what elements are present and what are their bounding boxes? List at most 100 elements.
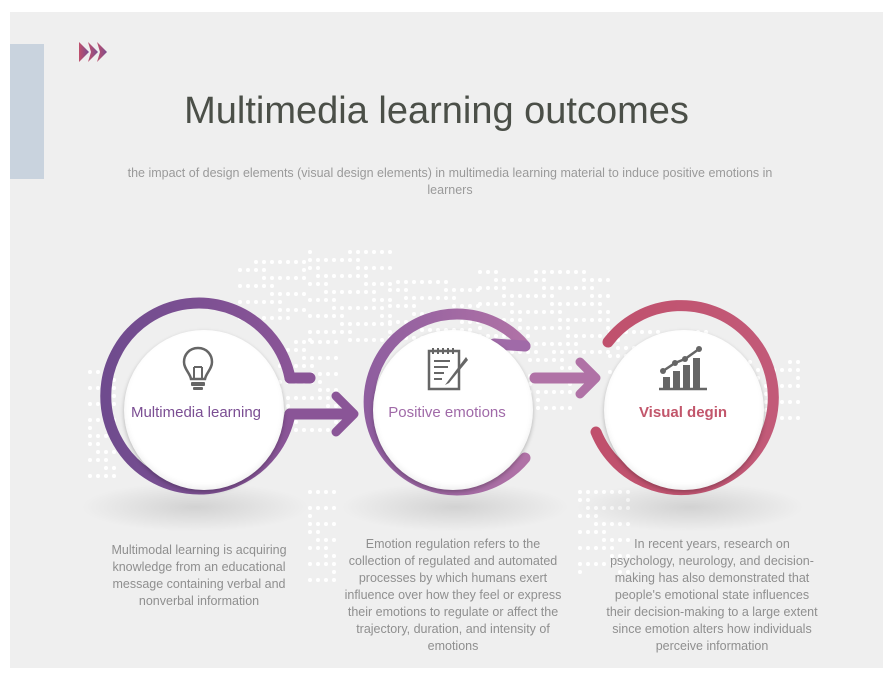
map-dot [286,260,290,264]
map-dot [518,278,522,282]
map-dot [308,258,312,262]
map-dot [534,310,538,314]
map-dot [494,334,498,338]
map-dot [602,562,606,566]
map-dot [372,338,376,342]
map-dot [332,562,336,566]
map-dot [404,304,408,308]
map-dot [510,302,514,306]
map-dot [412,280,416,284]
map-dot [796,360,800,364]
map-dot [444,288,448,292]
map-dot [550,302,554,306]
map-dot [308,578,312,582]
map-dot [254,268,258,272]
map-dot [308,282,312,286]
map-dot [602,546,606,550]
map-dot [574,334,578,338]
map-dot [308,314,312,318]
map-dot [278,260,282,264]
map-dot [618,522,622,526]
map-dot [88,458,92,462]
map-dot [486,286,490,290]
map-dot [308,522,312,526]
map-dot [404,296,408,300]
map-dot [324,546,328,550]
map-dot [262,300,266,304]
map-dot [560,358,564,362]
map-dot [112,474,116,478]
map-dot [348,322,352,326]
map-dot [594,546,598,550]
map-dot [566,286,570,290]
map-dot [302,348,306,352]
map-dot [294,396,298,400]
map-dot [238,284,242,288]
map-dot [610,546,614,550]
map-dot [756,368,760,372]
map-dot [278,308,282,312]
map-dot [270,260,274,264]
map-dot [598,294,602,298]
map-dot [610,538,614,542]
map-dot [574,342,578,346]
map-dot [764,400,768,404]
map-dot [550,342,554,346]
map-dot [364,290,368,294]
map-dot [452,296,456,300]
step-label-visual-design: Visual degin [638,404,728,421]
map-dot [332,490,336,494]
map-dot [294,292,298,296]
map-dot [396,280,400,284]
map-dot [104,434,108,438]
map-dot [302,292,306,296]
ring-visual-design [590,300,779,496]
map-dot [318,356,322,360]
map-dot [356,274,360,278]
map-dot [560,350,564,354]
map-dot [364,250,368,254]
map-dot [380,338,384,342]
map-dot [436,280,440,284]
map-dot [606,350,610,354]
map-dot [590,350,594,354]
map-dot [558,342,562,346]
map-dot [606,278,610,282]
map-dot [318,372,322,376]
map-dot [510,294,514,298]
map-dot [262,276,266,280]
map-dot [356,322,360,326]
map-dot [104,450,108,454]
map-dot [334,372,338,376]
map-dot [510,310,514,314]
map-dot [348,330,352,334]
map-dot [326,428,330,432]
map-dot [324,554,328,558]
map-dot [582,334,586,338]
map-dot [112,386,116,390]
map-dot [444,296,448,300]
map-dot [380,314,384,318]
map-dot [412,296,416,300]
map-dot [602,506,606,510]
map-dot [568,390,572,394]
map-dot [396,320,400,324]
map-dot [348,338,352,342]
map-dot [598,310,602,314]
map-dot [494,302,498,306]
map-dot [624,346,628,350]
map-dot [318,428,322,432]
map-dot [388,314,392,318]
map-dot [428,328,432,332]
map-dot [468,288,472,292]
map-dot [364,322,368,326]
map-dot [594,522,598,526]
map-dot [796,400,800,404]
map-dot [364,306,368,310]
map-dot [270,276,274,280]
map-dot [324,330,328,334]
map-dot [574,302,578,306]
map-dot [534,270,538,274]
map-dot [372,290,376,294]
map-dot [334,420,338,424]
